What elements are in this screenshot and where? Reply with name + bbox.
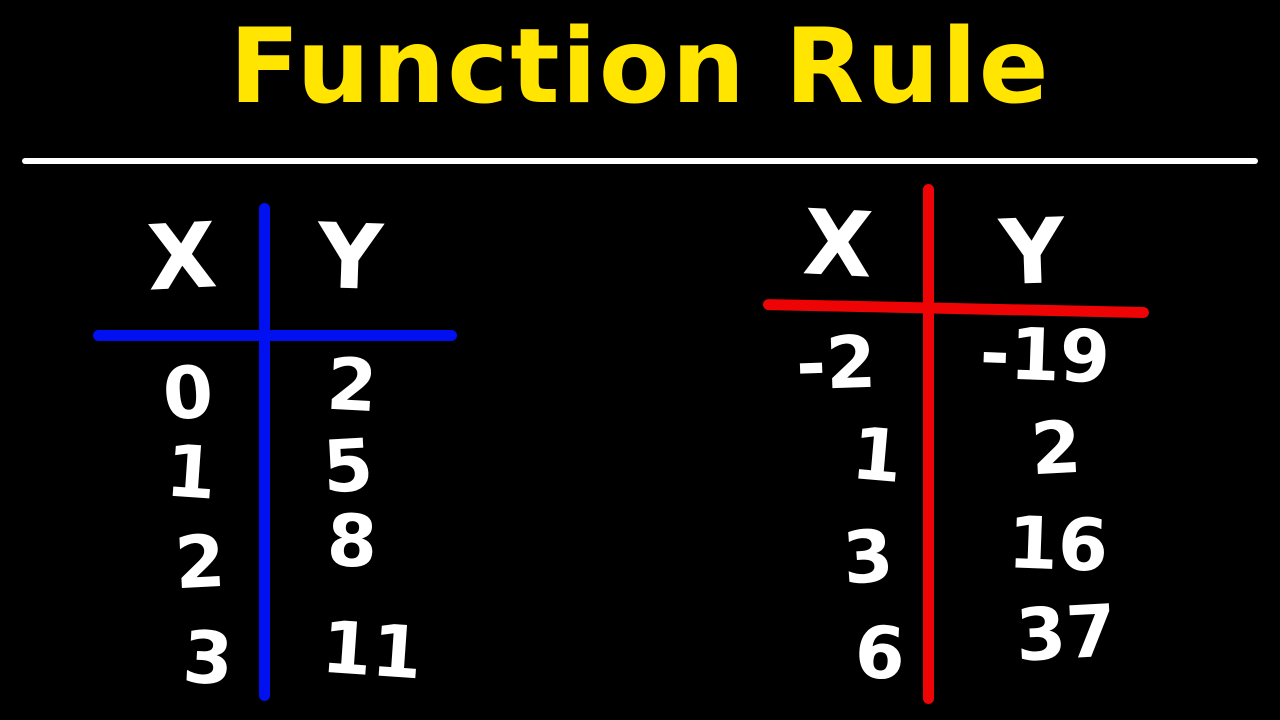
right-table-vertical-line <box>923 184 934 704</box>
left-table-y-value-2: 8 <box>325 498 379 584</box>
right-table-y-value-3: 37 <box>1013 588 1119 678</box>
right-table-x-value-1: 1 <box>848 410 906 500</box>
left-table-y-value-3: 11 <box>319 604 425 696</box>
left-table-x-value-3: 3 <box>180 614 236 702</box>
right-table-x-value-3: 6 <box>852 609 908 697</box>
left-table-vertical-line <box>259 203 270 701</box>
page-title: Function Rule <box>229 7 1051 127</box>
left-table-horizontal-line <box>93 330 457 341</box>
right-table-y-value-2: 16 <box>1006 500 1110 588</box>
right-table-x-value-0: -2 <box>794 319 878 407</box>
right-table-x-value-2: 3 <box>840 513 896 601</box>
left-table-x-header: X <box>144 203 220 312</box>
right-table-y-value-1: 2 <box>1028 404 1084 492</box>
right-table-y-value-0: -19 <box>978 310 1112 400</box>
left-table-y-header: Y <box>315 203 385 312</box>
title-divider-line <box>22 158 1258 164</box>
right-table-y-header: Y <box>997 198 1067 307</box>
right-table-x-header: X <box>800 190 876 299</box>
left-table-x-value-0: 0 <box>160 349 216 437</box>
left-table-y-value-1: 5 <box>320 422 376 510</box>
left-table-x-value-1: 1 <box>163 428 219 516</box>
left-table-x-value-2: 2 <box>172 518 228 606</box>
left-table-y-value-0: 2 <box>324 341 380 429</box>
